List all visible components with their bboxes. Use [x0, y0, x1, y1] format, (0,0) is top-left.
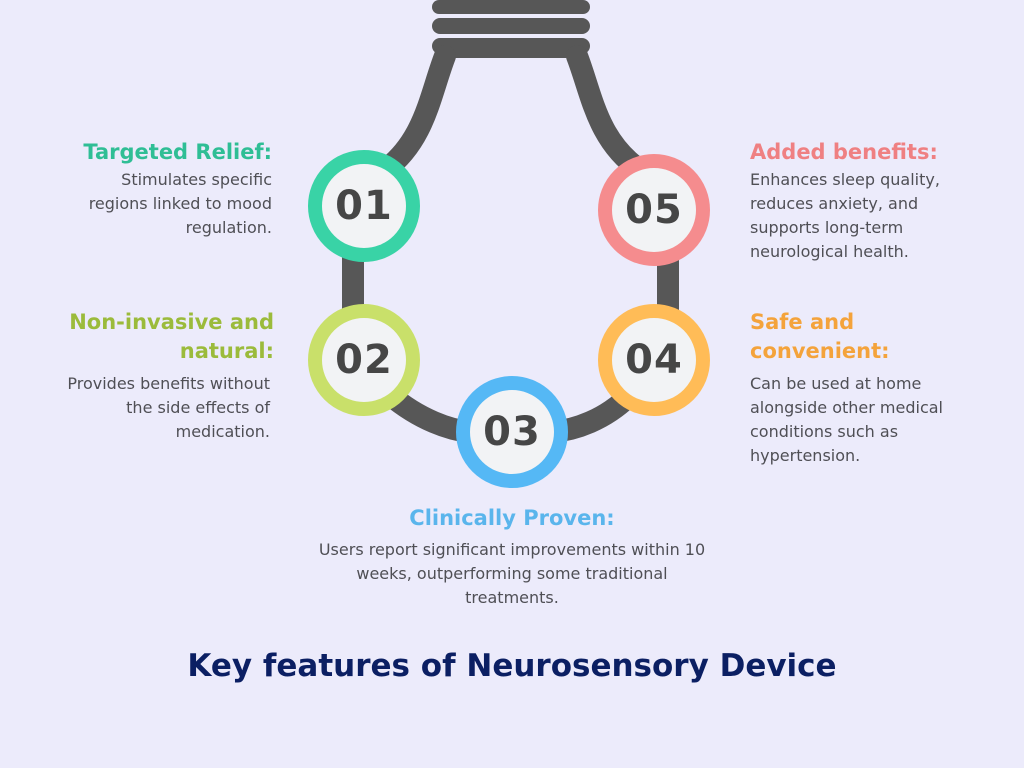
feature-05-title: Added benefits:	[750, 140, 938, 164]
feature-04: Safe and convenient: Can be used at home…	[750, 308, 960, 468]
bulb-cap	[432, 0, 590, 58]
feature-05: Added benefits: Enhances sleep quality, …	[750, 138, 960, 264]
feature-03: Clinically Proven: Users report signific…	[310, 504, 714, 610]
feature-03-title: Clinically Proven:	[409, 506, 615, 530]
node-03: 03	[456, 376, 568, 488]
feature-01: Targeted Relief: Stimulates specific reg…	[60, 138, 272, 240]
node-04: 04	[598, 304, 710, 416]
node-01: 01	[308, 150, 420, 262]
feature-02-title: Non-invasive and natural:	[69, 310, 274, 363]
feature-02: Non-invasive and natural: Provides benef…	[60, 308, 274, 444]
page-title: Key features of Neurosensory Device	[187, 648, 837, 684]
node-02: 02	[308, 304, 420, 416]
feature-03-description: Users report significant improvements wi…	[318, 540, 706, 607]
node-05: 05	[598, 154, 710, 266]
feature-04-description: Can be used at home alongside other medi…	[750, 374, 943, 465]
feature-01-description: Stimulates specific regions linked to mo…	[88, 170, 272, 237]
feature-01-title: Targeted Relief:	[83, 140, 272, 164]
bulb-body	[342, 45, 679, 443]
feature-04-title: Safe and convenient:	[750, 310, 890, 363]
feature-05-description: Enhances sleep quality, reduces anxiety,…	[750, 170, 940, 261]
feature-02-description: Provides benefits without the side effec…	[67, 374, 270, 441]
